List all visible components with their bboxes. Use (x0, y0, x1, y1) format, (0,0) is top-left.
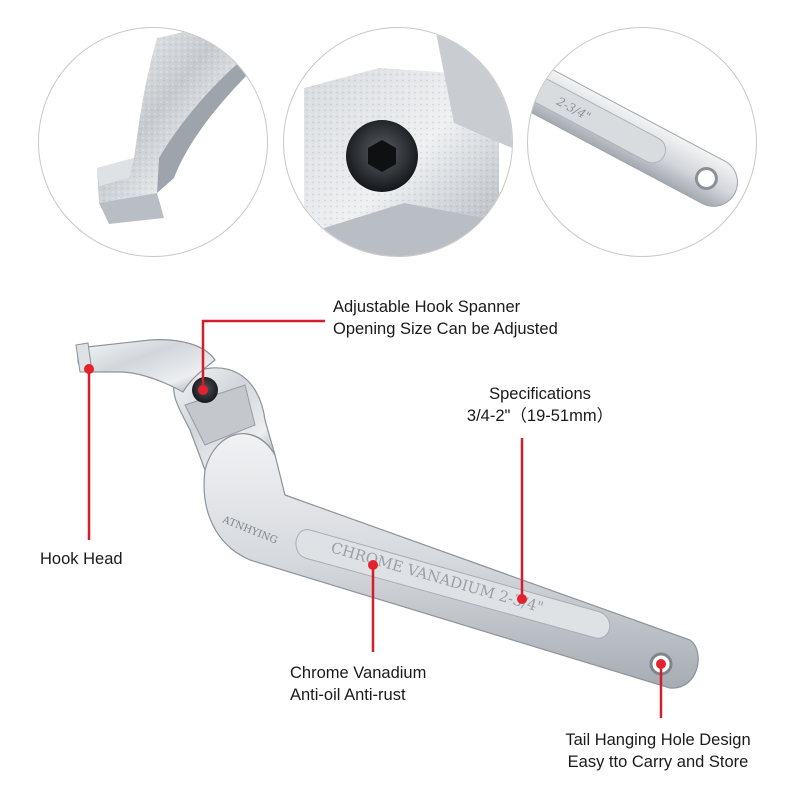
annotation-chrome-vanadium: Chrome Vanadium Anti-oil Anti-rust (290, 662, 426, 706)
spec-title: Specifications (489, 385, 591, 403)
adjustable-title: Adjustable Hook Spanner (333, 298, 521, 316)
callout-lines (84, 319, 666, 718)
spec-size: 3/4-2"（19-51mm） (466, 407, 614, 425)
callout-dot-spec (517, 594, 527, 604)
hook-tip-closeup-image (97, 28, 254, 224)
spanner-handle: CHROME VANADIUM 2-3/4" ATNHYING (203, 433, 699, 689)
adjustable-subtitle: Opening Size Can be Adjusted (333, 320, 558, 338)
callout-line-adjustable (201, 319, 325, 390)
callout-dot-hook-head (84, 364, 94, 374)
annotation-tail-hole: Tail Hanging Hole Design Easy tto Carry … (540, 729, 776, 773)
tail-end-closeup-image: 2-3/4" (528, 67, 738, 207)
tail-subtitle: Easy tto Carry and Store (567, 753, 749, 771)
detail-pivot-bolt (283, 27, 513, 257)
annotation-hook-head: Hook Head (40, 548, 123, 570)
chrome-title: Chrome Vanadium (290, 664, 427, 682)
annotation-adjustable-hook: Adjustable Hook Spanner Opening Size Can… (333, 296, 558, 340)
pivot-bolt-closeup-image (304, 28, 512, 256)
chrome-subtitle: Anti-oil Anti-rust (290, 686, 406, 704)
tail-title: Tail Hanging Hole Design (565, 731, 751, 749)
detail-tail-end: 2-3/4" (527, 27, 757, 257)
callout-dot-adjustable (198, 385, 208, 395)
spanner-hook (75, 339, 218, 403)
callout-dot-chrome (368, 560, 378, 570)
annotation-specifications: Specifications 3/4-2"（19-51mm） (455, 383, 625, 427)
detail-hook-tip (38, 27, 268, 257)
hook-head-title: Hook Head (40, 550, 123, 568)
callout-dot-tail (656, 659, 666, 669)
